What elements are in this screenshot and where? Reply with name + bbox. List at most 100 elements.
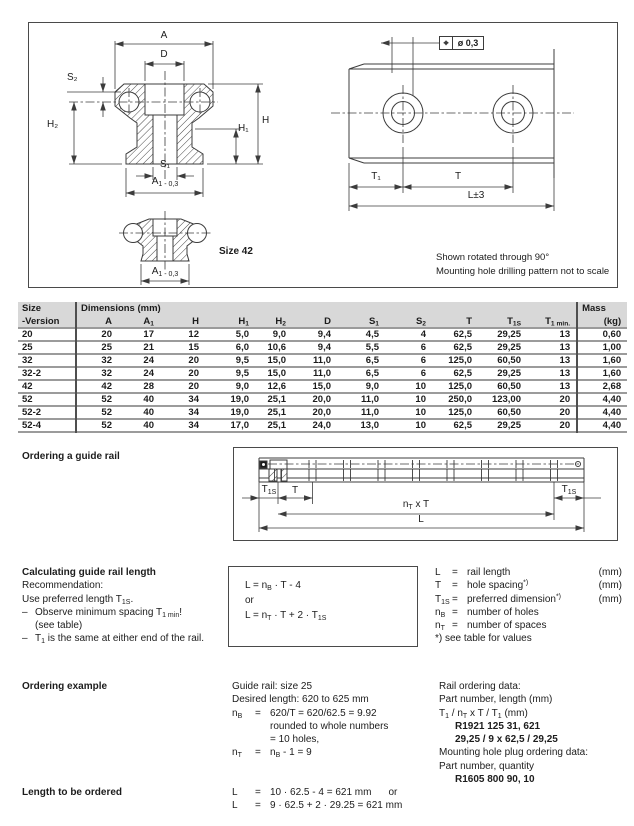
table-cell: 1,60 xyxy=(576,354,628,367)
col-T1min: T1 min. xyxy=(527,315,578,328)
table-cell: 42 xyxy=(75,380,118,393)
legend-symbol: L xyxy=(435,567,441,578)
calc-expression: nB - 1 = 9 xyxy=(270,747,312,760)
dim-label-T-rail: T xyxy=(291,485,299,496)
table-cell: 25,1 xyxy=(267,420,287,431)
col-A: A xyxy=(75,315,118,328)
table-cell: 40 xyxy=(143,394,154,405)
calc-equals: = xyxy=(255,747,261,759)
calc-symbol: nT xyxy=(232,747,242,760)
table-cell: 28 xyxy=(143,381,154,392)
legend-unit: (mm) xyxy=(598,567,622,578)
table-cell: 9,4 xyxy=(317,329,331,340)
table-cell: 0,60 xyxy=(576,328,628,341)
table-cell: 13 xyxy=(559,381,571,392)
table-cell: 60,50 xyxy=(497,355,521,366)
length-calc-row: L = 9 · 62.5 + 2 · 29.25 = 621 mm xyxy=(232,799,462,812)
col-H1: H1 xyxy=(205,315,255,328)
table-cell: 9,0 xyxy=(272,329,286,340)
table-row: 52-2 52 40 34 19,0 25,1 20,0 11,0 10 125… xyxy=(18,406,628,419)
table-cell: 10 xyxy=(415,420,426,431)
calc-symbol xyxy=(232,720,255,733)
size42-caption: Size 42 xyxy=(219,246,253,257)
table-cell: 11,0 xyxy=(313,368,331,379)
table-cell: 13,0 xyxy=(360,420,380,431)
section-title-ordering-rail: Ordering a guide rail xyxy=(22,451,120,462)
legend-unit: (mm) xyxy=(598,593,622,605)
dim-label-L-rail: L xyxy=(418,514,424,525)
table-cell: 13 xyxy=(559,368,571,379)
note-rotated: Shown rotated through 90° xyxy=(436,252,550,263)
table-cell: 52 xyxy=(22,394,33,405)
table-cell: 25 xyxy=(75,341,118,354)
calc-bullet-1: – Observe minimum spacing T1 min! xyxy=(22,606,227,619)
dim-label-T1: T₁ xyxy=(371,171,381,182)
table-cell: 20 xyxy=(22,329,33,340)
ordering-data-line: T1 / nT x T / T1 (mm) xyxy=(439,707,528,720)
table-cell: 1,00 xyxy=(576,341,628,354)
table-cell: 13 xyxy=(559,342,571,353)
section-title-ordering-example: Ordering example xyxy=(22,681,108,692)
engineering-drawing xyxy=(67,37,574,285)
table-cell: 40 xyxy=(143,407,154,418)
plug-top xyxy=(269,459,288,470)
calc-bullet-2: – T1 is the same at either end of the ra… xyxy=(22,632,227,645)
table-cell: 29,25 xyxy=(497,329,521,340)
table-cell: 34 xyxy=(188,420,199,431)
table-cell: 10,6 xyxy=(267,342,287,353)
legend-description: number of spaces xyxy=(467,620,547,632)
calc-symbol xyxy=(232,733,255,746)
calc-expression: 9 · 62.5 + 2 · 29.25 = 621 mm xyxy=(270,800,403,812)
calc-symbol: L xyxy=(232,787,238,798)
ordering-example-calculation: Guide rail: size 25 Desired length: 620 … xyxy=(232,680,432,760)
legend-description: hole spacing*) xyxy=(467,579,529,592)
table-cell: 13 xyxy=(559,355,571,366)
table-cell: 25,1 xyxy=(267,394,287,405)
calc-equals xyxy=(255,720,270,733)
col-T1S: T1S xyxy=(478,315,527,328)
table-cell: 52-4 xyxy=(22,420,42,431)
table-cell: 15,0 xyxy=(267,368,287,379)
col-S2: S2 xyxy=(385,315,432,328)
rail-dimension-lines xyxy=(242,482,601,532)
table-row: 32-2 32 24 20 9,5 15,0 11,0 6,5 6 62,5 2… xyxy=(18,367,628,380)
table-cell: 19,0 xyxy=(230,407,250,418)
legend-equals: = xyxy=(452,620,458,632)
table-cell: 10 xyxy=(415,381,426,392)
calc-line-preferred: Use preferred length T1S. xyxy=(22,593,134,606)
section-title-calculating: Calculating guide rail length xyxy=(22,567,156,578)
example-desired-length: Desired length: 620 to 625 mm xyxy=(232,694,369,706)
legend-row: T = hole spacing*) (mm) xyxy=(435,579,622,592)
formula-2: L = nT · T + 2 · T1S xyxy=(245,610,327,622)
table-cell: 20 xyxy=(188,368,199,379)
table-cell: 32 xyxy=(22,355,33,366)
example-guide-rail: Guide rail: size 25 xyxy=(232,681,313,692)
table-cell: 21 xyxy=(143,342,154,353)
calc-expression: 10 · 62.5 - 4 = 621 mm xyxy=(270,787,372,798)
table-cell: 4,40 xyxy=(576,419,628,432)
legend-row: nB = number of holes xyxy=(435,606,622,619)
table-row: 32 32 24 20 9,5 15,0 11,0 6,5 6 125,0 60… xyxy=(18,354,628,367)
table-cell: 62,5 xyxy=(453,368,473,379)
table-cell: 9,4 xyxy=(317,342,331,353)
table-cell: 10 xyxy=(415,394,426,405)
dim-label-A1: A1 - 0,3 xyxy=(151,176,179,188)
dim-label-S1: S₁ xyxy=(159,159,171,170)
technical-drawing-panel: A D S₂ H₂ H H₁ S₁ A1 - 0,3 A1 - 0,3 Size… xyxy=(28,22,618,288)
table-cell: 62,5 xyxy=(453,342,473,353)
ordering-data-line: Part number, quantity xyxy=(439,760,535,772)
legend-footnote: *) see table for values xyxy=(435,633,532,645)
header-dimensions-group: Dimensions (mm) xyxy=(74,302,578,315)
dim-label-T: T xyxy=(454,171,462,182)
guide-rail-length-drawing: T1S T nT x T L T1S xyxy=(233,447,618,541)
calc-bullet-1-text: Observe minimum spacing T1 min! xyxy=(35,606,182,619)
tolerance-value: ø 0,3 xyxy=(457,38,479,48)
dim-label-D: D xyxy=(160,49,168,60)
table-row: 20 20 17 12 5,0 9,0 9,4 4,5 4 62,5 29,25… xyxy=(18,328,628,341)
table-cell: 11,0 xyxy=(361,407,379,418)
example-calc-row: nT = nB - 1 = 9 xyxy=(232,746,432,759)
formula-box: L = nB · T - 4 or L = nT · T + 2 · T1S xyxy=(228,566,418,647)
legend-row: nT = number of spaces xyxy=(435,619,622,632)
table-cell: 125,0 xyxy=(448,381,472,392)
legend-symbol: T1S xyxy=(435,593,450,606)
